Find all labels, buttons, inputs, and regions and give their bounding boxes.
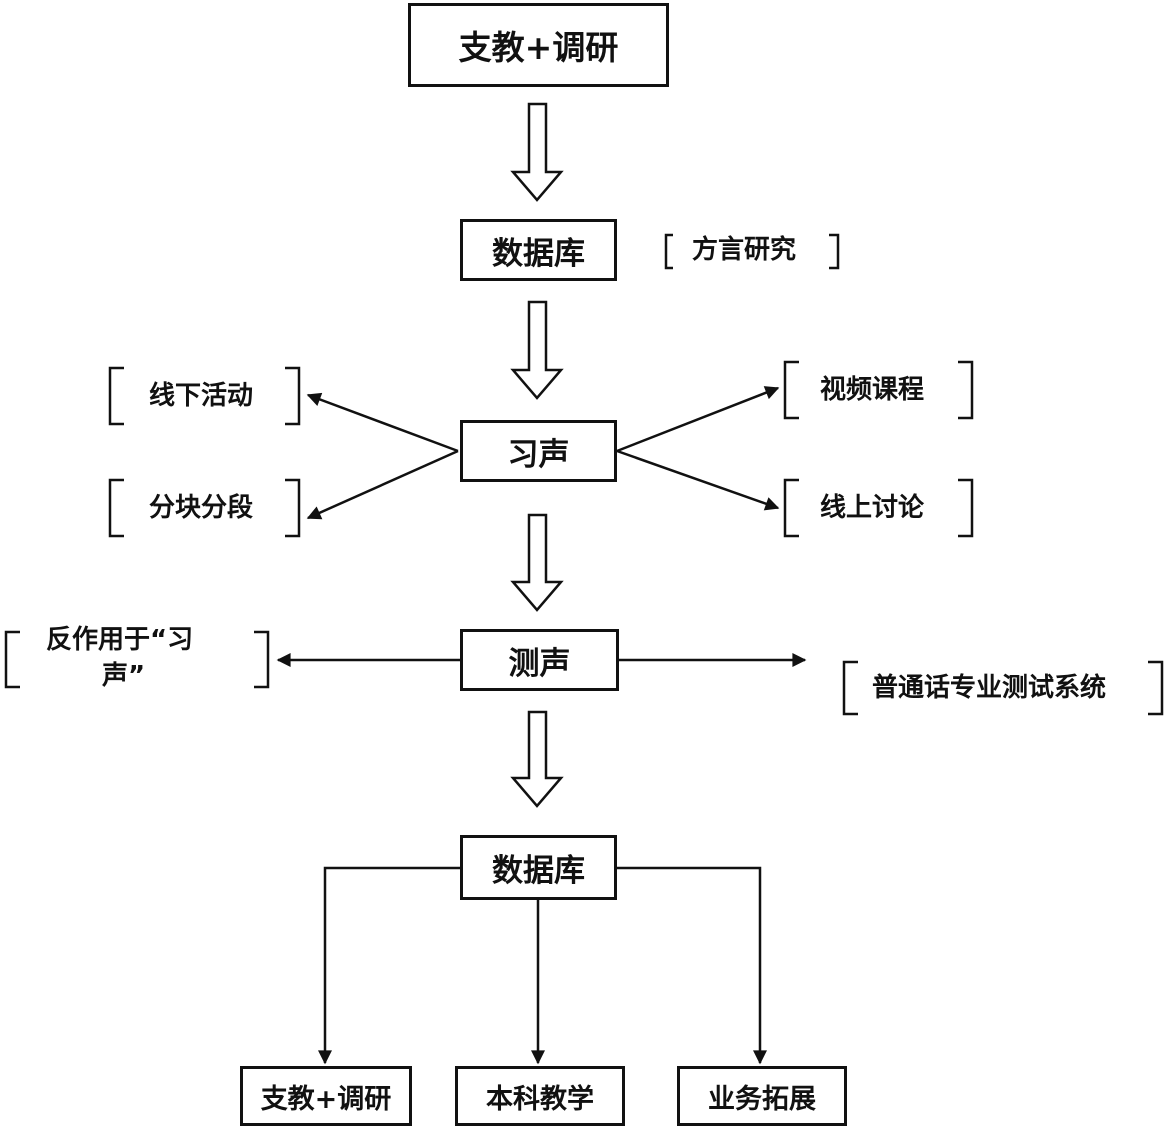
node-out-business: 业务拓展: [677, 1066, 847, 1126]
node-database-top: 数据库: [460, 219, 617, 281]
hollow-arrow-4: [510, 710, 564, 808]
node-start: 支教+调研: [408, 3, 669, 87]
note-online-discussion: 线上讨论: [820, 493, 925, 523]
node-out-teaching: 本科教学: [455, 1066, 625, 1126]
bracket-putonghua-test: [842, 660, 1164, 716]
node-start-label: 支教+调研: [458, 28, 619, 67]
arrow-to-chunking: [306, 449, 459, 520]
node-out-research-label: 支教+调研: [260, 1083, 392, 1115]
node-cesheng-label: 测声: [508, 645, 571, 682]
hollow-arrow-1: [510, 102, 564, 202]
bracket-chunking: [108, 478, 301, 538]
note-offline-activities: 线下活动: [149, 381, 254, 411]
hollow-arrow-3: [510, 513, 564, 612]
node-out-research: 支教+调研: [240, 1066, 412, 1126]
bracket-video-courses: [783, 360, 974, 420]
note-video-courses: 视频课程: [820, 375, 925, 405]
node-database-bottom: 数据库: [460, 835, 617, 900]
node-database-bottom-label: 数据库: [492, 853, 585, 889]
node-database-top-label: 数据库: [492, 235, 585, 272]
hollow-arrow-2: [510, 300, 564, 400]
bracket-offline-activities: [108, 366, 301, 426]
bracket-feedback: [4, 630, 270, 689]
note-feedback-line2: 声”: [102, 661, 146, 691]
bracket-online-discussion: [783, 478, 974, 538]
node-cesheng: 测声: [460, 629, 619, 691]
note-chunking: 分块分段: [149, 493, 254, 523]
note-feedback-line1: 反作用于“习: [46, 625, 194, 655]
arrow-to-video-courses: [616, 386, 780, 453]
node-out-business-label: 业务拓展: [708, 1083, 816, 1115]
branch-to-research: [318, 866, 460, 1065]
arrow-to-online-discussion: [616, 449, 780, 511]
node-out-teaching-label: 本科教学: [486, 1083, 594, 1115]
node-xisheng: 习声: [460, 420, 617, 482]
note-putonghua-test: 普通话专业测试系统: [872, 673, 1107, 703]
note-dialect-research: 方言研究: [692, 235, 797, 265]
node-xisheng-label: 习声: [507, 436, 570, 473]
bracket-dialect-research: [664, 233, 840, 270]
arrow-to-offline-activities: [306, 392, 459, 453]
branch-to-business: [617, 866, 767, 1065]
